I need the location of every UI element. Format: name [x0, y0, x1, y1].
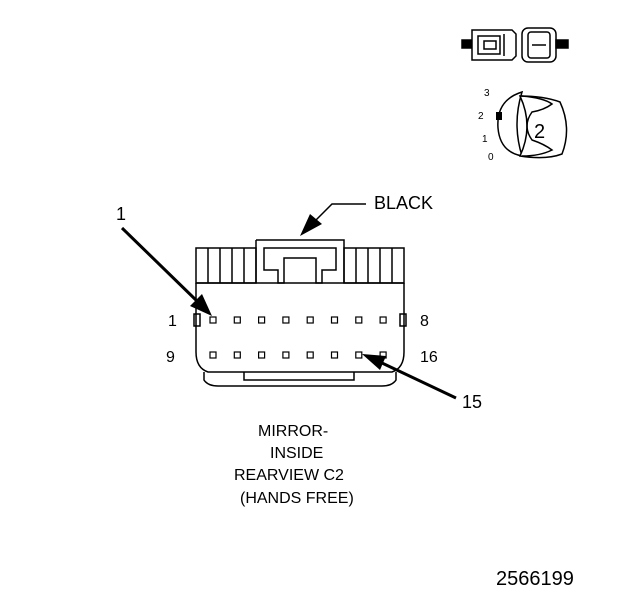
inline-connector-icon — [461, 27, 569, 63]
pin-15-callout-arrow — [362, 354, 457, 400]
cavity-2 — [233, 316, 241, 324]
color-callout-leader — [300, 203, 366, 236]
locator-scale-0: 0 — [488, 152, 494, 163]
cavity-12 — [282, 351, 290, 359]
figure-id: 2566199 — [496, 568, 574, 590]
cavity-10 — [233, 351, 241, 359]
pin-label-8: 8 — [420, 313, 429, 330]
title-line-1: MIRROR- — [258, 423, 328, 440]
connector-color-label: BLACK — [374, 193, 433, 213]
pin-label-9: 9 — [166, 349, 175, 366]
title-line-2: INSIDE — [270, 445, 323, 462]
pin-1-callout-label: 1 — [116, 204, 126, 224]
pin-15-callout-label: 15 — [462, 392, 482, 412]
title-line-3: REARVIEW C2 — [234, 467, 344, 484]
pin-label-16: 16 — [420, 349, 438, 366]
cavity-row-2 — [209, 351, 387, 359]
locator-scale-3: 3 — [484, 88, 490, 99]
locator-scale-2: 2 — [478, 111, 484, 122]
title-line-4: (HANDS FREE) — [240, 490, 354, 507]
cavity-8 — [379, 316, 387, 324]
cavity-9 — [209, 351, 217, 359]
pin-1-callout-arrow — [120, 226, 212, 316]
cavity-3 — [258, 316, 266, 324]
position-locator-icon — [496, 90, 568, 159]
cavity-14 — [330, 351, 339, 359]
cavity-7 — [355, 316, 363, 324]
connector-body — [193, 239, 407, 387]
cavity-row-1 — [209, 316, 387, 324]
cavity-13 — [306, 351, 314, 359]
cavity-15 — [355, 351, 363, 359]
cavity-11 — [258, 351, 266, 359]
cavity-6 — [330, 316, 339, 324]
cavity-5 — [306, 316, 314, 324]
cavity-1 — [209, 316, 217, 324]
pin-label-1: 1 — [168, 313, 177, 330]
locator-scale-1: 1 — [482, 134, 488, 145]
cavity-4 — [282, 316, 290, 324]
locator-position-number: 2 — [534, 121, 545, 143]
